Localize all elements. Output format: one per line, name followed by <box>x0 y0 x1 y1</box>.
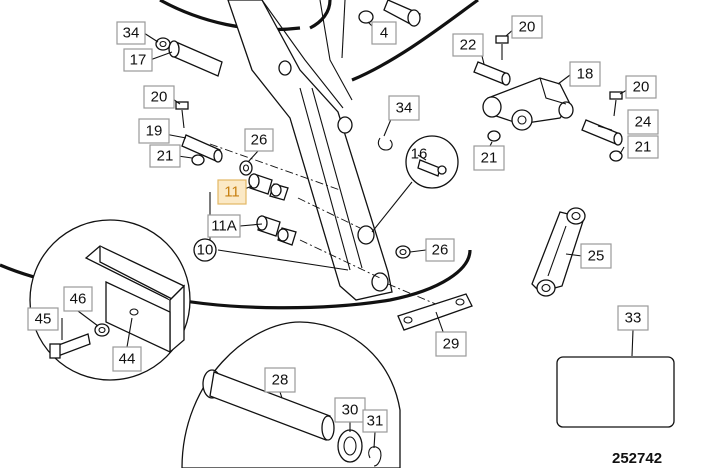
svg-text:26: 26 <box>251 132 268 149</box>
part-25-link <box>531 207 586 297</box>
callout-26-upper: 26 <box>244 128 274 152</box>
part-11A-bushes <box>256 215 297 246</box>
svg-text:20: 20 <box>151 89 168 106</box>
svg-text:26: 26 <box>432 242 449 259</box>
svg-text:33: 33 <box>625 310 642 327</box>
callout-21-left: 21 <box>149 144 181 168</box>
svg-text:10: 10 <box>197 242 214 259</box>
svg-text:19: 19 <box>146 123 163 140</box>
part-20-bolt-right <box>609 91 623 117</box>
callout-26-lower: 26 <box>425 238 455 262</box>
detail-circle-pin <box>181 321 401 468</box>
svg-text:21: 21 <box>635 139 652 156</box>
part-26-bush-lower <box>395 245 411 259</box>
callout-18: 18 <box>569 61 601 87</box>
svg-text:21: 21 <box>157 148 174 165</box>
svg-text:17: 17 <box>130 52 147 69</box>
svg-text:4: 4 <box>380 25 388 42</box>
part-26-bush-upper <box>239 160 253 176</box>
callout-29: 29 <box>435 331 467 357</box>
part-19-pin <box>181 134 223 163</box>
part-17-pin <box>168 40 223 77</box>
svg-text:28: 28 <box>272 372 289 389</box>
part-29-plate <box>397 293 473 331</box>
callout-4: 4 <box>371 21 397 45</box>
boom-arm <box>227 0 393 301</box>
svg-text:11: 11 <box>224 184 240 201</box>
detail-circle-bracket <box>29 219 191 381</box>
svg-text:46: 46 <box>70 291 87 308</box>
svg-text:31: 31 <box>367 413 384 430</box>
svg-text:24: 24 <box>635 114 652 131</box>
part-11-bushes <box>248 173 289 201</box>
part-top-pin <box>383 0 421 27</box>
svg-text:34: 34 <box>123 25 140 42</box>
part-4-nut <box>358 10 374 24</box>
part-24-pin <box>581 119 623 146</box>
callout-44: 44 <box>112 346 142 372</box>
callout-28: 28 <box>264 367 296 393</box>
callout-46: 46 <box>63 286 93 312</box>
callout-20-left: 20 <box>143 85 175 109</box>
svg-text:34: 34 <box>396 100 413 117</box>
callout-20-top: 20 <box>511 15 543 39</box>
callout-31: 31 <box>362 409 388 433</box>
part-18-link <box>482 77 574 131</box>
callout-10: 10 <box>193 238 217 262</box>
svg-text:11A: 11A <box>211 218 237 235</box>
svg-text:22: 22 <box>460 37 477 54</box>
callout-34-mid: 34 <box>388 95 420 121</box>
part-20-bolt-left <box>175 101 189 129</box>
svg-text:16: 16 <box>411 146 428 163</box>
svg-text:20: 20 <box>633 79 650 96</box>
callout-11A: 11A <box>207 214 241 238</box>
svg-text:45: 45 <box>35 311 52 328</box>
callout-33: 33 <box>617 305 649 331</box>
part-21-nut-mid <box>487 130 501 142</box>
callout-45: 45 <box>27 307 59 331</box>
callout-17: 17 <box>123 48 153 72</box>
dash-centerlines <box>209 143 451 311</box>
svg-text:25: 25 <box>588 248 605 265</box>
callout-24: 24 <box>627 109 659 135</box>
callout-20-right: 20 <box>625 75 657 99</box>
svg-text:21: 21 <box>481 150 498 167</box>
svg-text:44: 44 <box>119 351 136 368</box>
callout-21-right: 21 <box>627 135 659 159</box>
detail-16-grease-nipple <box>371 135 459 233</box>
callout-19: 19 <box>138 118 170 144</box>
callout-25: 25 <box>580 243 612 269</box>
svg-text:18: 18 <box>577 66 594 83</box>
callout-21-mid: 21 <box>473 145 505 171</box>
part-33-decal <box>556 356 675 428</box>
callout-30: 30 <box>334 397 366 423</box>
part-22-pin <box>473 61 511 86</box>
part-20-bolt-top <box>495 35 509 60</box>
svg-text:20: 20 <box>519 19 536 36</box>
callout-22: 22 <box>452 33 484 57</box>
part-21-nut-right <box>609 150 623 162</box>
callout-11: 11 <box>217 179 247 205</box>
callout-16: 16 <box>411 146 428 163</box>
part-34-washer-mid <box>377 137 393 151</box>
svg-text:29: 29 <box>443 336 460 353</box>
part-34-washer-top <box>155 37 171 51</box>
svg-text:30: 30 <box>342 402 359 419</box>
part-21-nut-left <box>191 154 205 166</box>
callout-34-top: 34 <box>116 21 146 45</box>
drawing-reference-number: 252742 <box>612 450 662 467</box>
